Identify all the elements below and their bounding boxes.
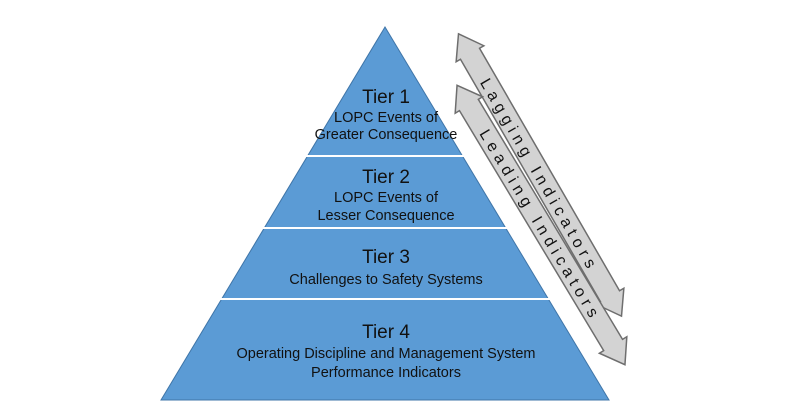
tier-3: Tier 3 Challenges to Safety Systems [289, 247, 482, 288]
tier-3-title: Tier 3 [362, 247, 410, 268]
tier-2-title: Tier 2 [362, 167, 410, 188]
tier-4-line-2: Performance Indicators [311, 365, 461, 381]
tier-3-line-1: Challenges to Safety Systems [289, 272, 482, 288]
tier-1-title: Tier 1 [362, 87, 410, 108]
double-headed-arrow-icon [455, 32, 625, 318]
tier-1-line-1: LOPC Events of [334, 110, 439, 126]
double-headed-arrow-icon [454, 84, 628, 366]
tier-4-title: Tier 4 [362, 322, 410, 343]
tier-2: Tier 2 LOPC Events of Lesser Consequence [317, 167, 454, 224]
tier-4: Tier 4 Operating Discipline and Manageme… [236, 322, 535, 381]
pyramid-shape [160, 26, 610, 401]
tier-1: Tier 1 LOPC Events of Greater Consequenc… [315, 87, 458, 143]
tier-2-line-1: LOPC Events of [334, 190, 439, 206]
tier-1-line-2: Greater Consequence [315, 127, 458, 143]
tier-2-line-2: Lesser Consequence [317, 208, 454, 224]
tier-4-line-1: Operating Discipline and Management Syst… [236, 346, 535, 362]
